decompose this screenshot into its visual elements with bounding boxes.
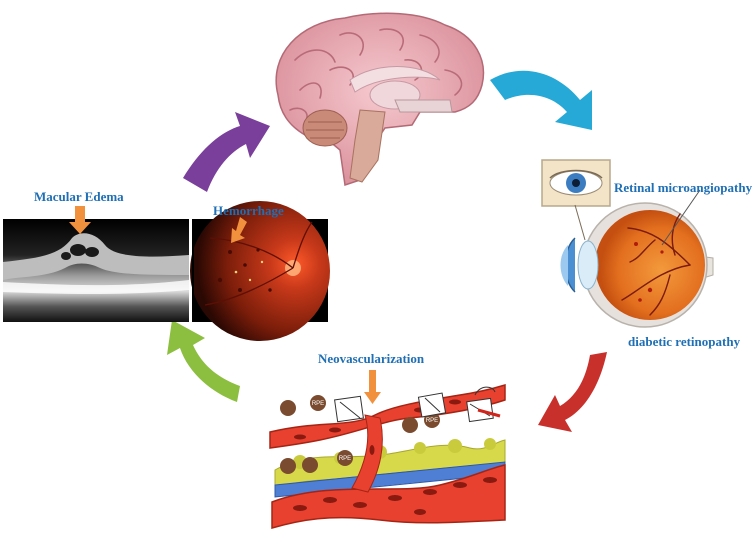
purple-arrow	[183, 112, 270, 192]
green-arrow	[167, 320, 240, 402]
rpe-text: RPE	[426, 418, 438, 424]
neovascularization-label: Neovascularization	[318, 351, 425, 366]
neovascularization-pointer	[364, 370, 381, 404]
vessel-diagram: RPE RPE RPE	[269, 383, 506, 529]
cyan-arrow	[490, 70, 592, 130]
hemorrhage-pointer	[231, 217, 247, 243]
oct-scan-image	[3, 219, 189, 322]
brain-illustration	[275, 12, 485, 186]
eye-illustration	[541, 159, 714, 328]
rpe-text: RPE	[312, 401, 324, 407]
fundus-photo	[190, 201, 330, 341]
rpe-text: RPE	[339, 456, 351, 462]
red-arrow	[538, 352, 607, 432]
macular-edema-label: Macular Edema	[34, 189, 124, 204]
macular-edema-pointer	[69, 206, 91, 234]
hemorrhage-label: Hemorrhage	[213, 203, 284, 218]
pointer-arrows	[69, 206, 381, 404]
diabetic-retinopathy-label: diabetic retinopathy	[628, 334, 741, 349]
rpe-label: RPE RPE RPE	[312, 401, 438, 462]
retinal-microangiopathy-label: Retinal microangiopathy	[614, 180, 753, 195]
